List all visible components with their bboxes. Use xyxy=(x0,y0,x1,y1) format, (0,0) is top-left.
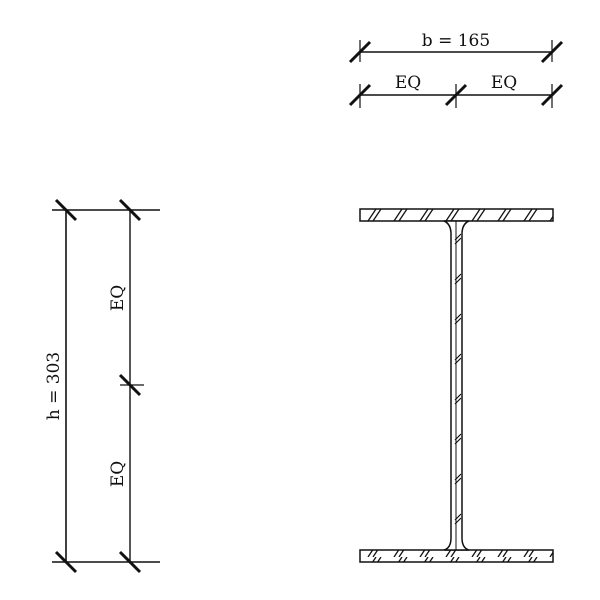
width-dimension xyxy=(348,40,564,64)
height-eq-top-label: EQ xyxy=(108,285,128,311)
width-eq-left-label: EQ xyxy=(395,73,421,93)
width-eq-right-label: EQ xyxy=(491,73,517,93)
i-beam-section xyxy=(359,208,554,563)
width-label: b = 165 xyxy=(422,31,490,51)
height-eq-bottom-label: EQ xyxy=(108,461,128,487)
width-eq-dimension xyxy=(348,83,564,108)
height-label: h = 303 xyxy=(44,352,64,420)
height-dimension xyxy=(52,198,160,574)
